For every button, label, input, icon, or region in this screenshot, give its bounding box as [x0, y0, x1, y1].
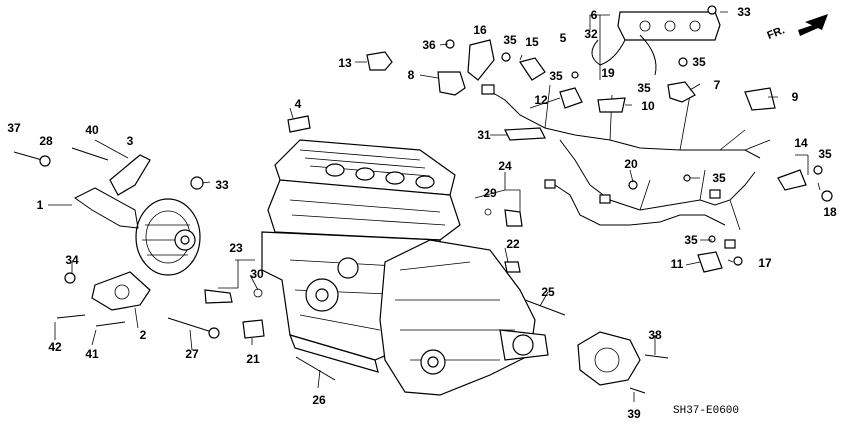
callout-10: 10 [641, 99, 655, 113]
alternator-assembly [74, 154, 201, 311]
callout-9: 9 [791, 90, 799, 104]
callout-25: 25 [541, 285, 555, 299]
callout-18: 18 [823, 205, 837, 219]
callout-7: 7 [713, 78, 721, 92]
right-components [577, 169, 833, 394]
callout-1: 1 [36, 198, 44, 212]
top-components [287, 11, 776, 141]
callout-39: 39 [627, 407, 641, 421]
transmission-assembly [379, 239, 549, 396]
callout-40: 40 [85, 123, 99, 137]
callout-17: 17 [758, 256, 772, 270]
callout-2: 2 [139, 328, 147, 342]
callout-35-d: 35 [692, 55, 706, 69]
callout-12: 12 [534, 93, 548, 107]
callout-31: 31 [477, 128, 491, 142]
diagram-code: SH37-E0600 [673, 405, 740, 417]
callout-26: 26 [312, 393, 326, 407]
callout-30: 30 [250, 267, 264, 281]
callout-35-a: 35 [503, 33, 517, 47]
callout-32: 32 [584, 27, 598, 41]
callout-19: 19 [601, 66, 615, 80]
callout-35-c: 35 [637, 81, 651, 95]
callout-4: 4 [294, 97, 302, 111]
callout-6: 6 [590, 8, 598, 22]
wire-harness [481, 84, 771, 249]
callout-23: 23 [229, 241, 243, 255]
callout-41: 41 [85, 347, 99, 361]
callout-29: 29 [483, 186, 497, 200]
callout-14: 14 [794, 136, 808, 150]
callout-8: 8 [407, 68, 415, 82]
callout-5: 5 [559, 31, 567, 45]
callout-35-g: 35 [818, 147, 832, 161]
callout-33-left: 33 [215, 178, 229, 192]
leader-lines [48, 11, 821, 402]
callout-11: 11 [670, 257, 684, 271]
callout-3: 3 [126, 134, 134, 148]
callout-27: 27 [185, 347, 199, 361]
callout-21: 21 [246, 352, 260, 366]
front-direction-arrow [798, 14, 828, 36]
callout-13: 13 [338, 56, 352, 70]
callout-35-e: 35 [712, 171, 726, 185]
callout-38: 38 [648, 328, 662, 342]
callout-22: 22 [506, 237, 520, 251]
callout-20: 20 [624, 157, 638, 171]
callout-16: 16 [473, 23, 487, 37]
callout-35-b: 35 [549, 69, 563, 83]
callout-24: 24 [498, 159, 512, 173]
callout-34: 34 [65, 253, 79, 267]
callout-36: 36 [422, 38, 436, 52]
callout-33-top: 33 [737, 5, 751, 19]
callout-37: 37 [7, 121, 21, 135]
callout-15: 15 [525, 35, 539, 49]
callout-35-f: 35 [684, 233, 698, 247]
callout-42: 42 [48, 340, 62, 354]
callout-28: 28 [39, 134, 53, 148]
